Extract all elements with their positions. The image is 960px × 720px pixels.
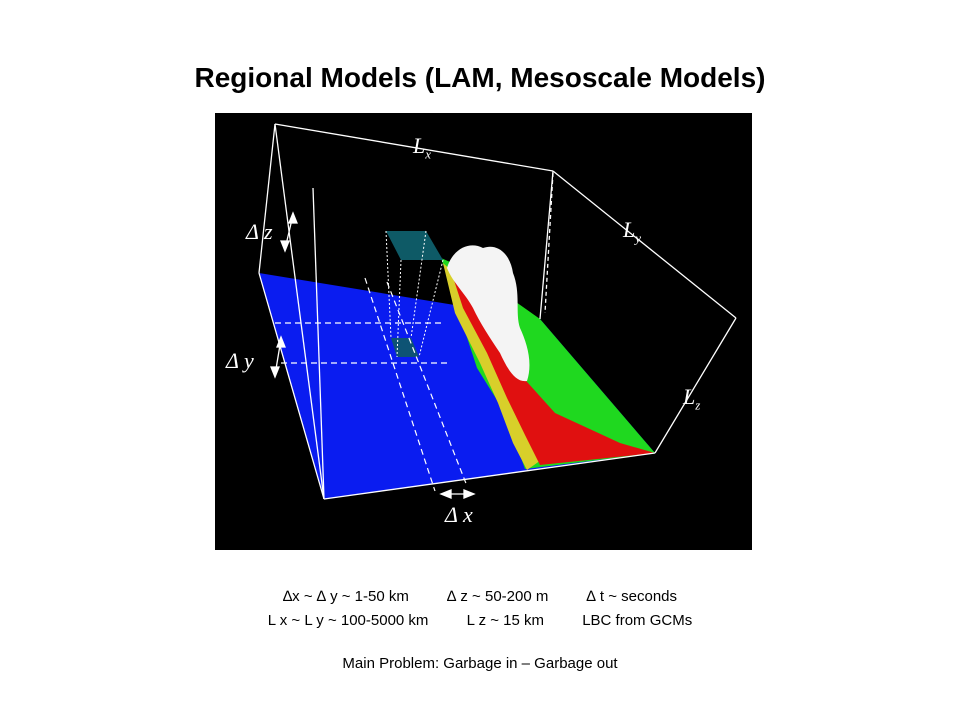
dimension-arrows	[270, 172, 554, 499]
slide-title: Regional Models (LAM, Mesoscale Models)	[194, 62, 766, 93]
parameter-line-1: ∆x ~ ∆ y ~ 1-50 km ∆ z ~ 50-200 m ∆ t ~ …	[0, 588, 960, 605]
param-lx-ly: L x ~ L y ~ 100-5000 km	[267, 612, 429, 629]
grid-cell-bottom	[391, 338, 419, 357]
param-dx-dy: ∆x ~ ∆ y ~ 1-50 km	[282, 588, 409, 605]
param-lz: L z ~ 15 km	[466, 612, 545, 629]
param-dz: ∆ z ~ 50-200 m	[447, 588, 549, 605]
dx-label: Δ x	[445, 502, 473, 527]
ly-label: Ly	[623, 217, 642, 246]
dy-label: Δ y	[226, 348, 254, 373]
param-dt: ∆ t ~ seconds	[586, 588, 678, 605]
param-lbc: LBC from GCMs	[582, 612, 693, 629]
dz-label: Δ z	[246, 219, 273, 244]
grid-lines	[275, 277, 468, 492]
domain-box-diagram	[258, 123, 737, 500]
parameter-line-2: L x ~ L y ~ 100-5000 km L z ~ 15 km LBC …	[0, 612, 960, 629]
model-domain-figure: Lx Ly Lz Δ z Δ y Δ x	[215, 113, 752, 550]
cloud	[447, 245, 530, 382]
main-problem-text: Main Problem: Garbage in – Garbage out	[342, 655, 618, 672]
grid-cell-top	[386, 231, 443, 260]
domain-box-outline	[258, 123, 737, 500]
lz-label: Lz	[683, 384, 701, 413]
lx-label: Lx	[413, 133, 432, 162]
terrain-red	[451, 271, 655, 465]
